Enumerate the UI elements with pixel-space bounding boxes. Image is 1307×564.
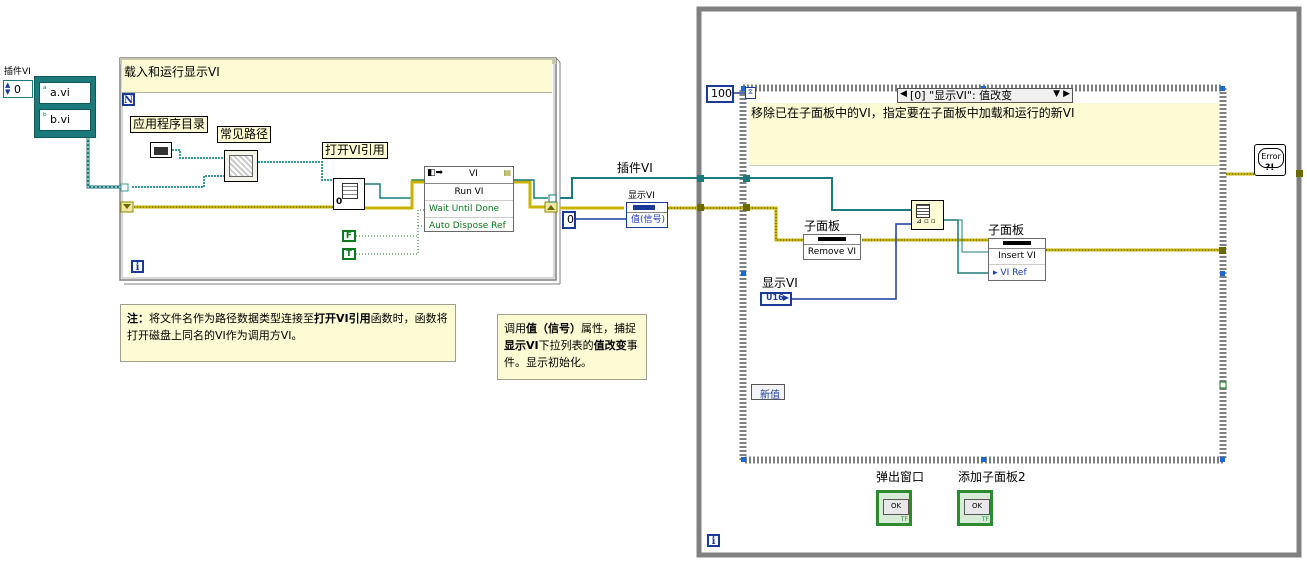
- display-prop-label: 显示VI: [628, 191, 655, 201]
- ring-icon: [633, 205, 655, 210]
- plugin-wire-label: 插件VI: [617, 161, 653, 175]
- speech-bubble-icon: Error: [1258, 148, 1284, 168]
- sequence-header: 载入和运行显示VI: [122, 60, 552, 93]
- for-loop-count-terminal[interactable]: N: [122, 93, 135, 106]
- invoke-method: Run VI: [425, 184, 513, 201]
- plugin-array-control[interactable]: ᵃ a.vi ᵇ b.vi: [34, 76, 96, 138]
- path-icon: ᵃ: [43, 85, 47, 95]
- array-item-text: a.vi: [50, 86, 70, 99]
- app-dir-icon[interactable]: [150, 142, 172, 158]
- index-array-node[interactable]: ⊿ ▫ ▫: [911, 200, 944, 230]
- path-icon: ᵇ: [43, 112, 47, 122]
- common-path-label: 常见路径: [217, 126, 272, 143]
- for-loop-iteration-terminal: i: [131, 260, 144, 273]
- event-case-label: [0] "显示VI": 值改变: [910, 89, 1013, 102]
- timeout-constant[interactable]: 100: [706, 85, 734, 103]
- display-vi-property-node[interactable]: 值(信号): [626, 202, 668, 228]
- selector-dropdown-icon[interactable]: ▼: [1053, 89, 1060, 99]
- array-element-0[interactable]: ᵃ a.vi: [39, 82, 91, 104]
- zero-constant[interactable]: 0: [562, 211, 576, 229]
- vi-ref-icon: ◧➡: [427, 168, 444, 178]
- build-path-node[interactable]: [224, 150, 258, 182]
- subpanel-insert-method: Insert VI: [989, 249, 1045, 265]
- open-vi-ref-node[interactable]: 0: [333, 178, 365, 210]
- timeout-terminal-icon: ⧖: [745, 87, 756, 99]
- event-case-selector[interactable]: ◀ [0] "显示VI": 值改变 ▼ ▶: [897, 88, 1073, 103]
- display-prop-property: 值(信号): [631, 215, 666, 225]
- bool-const-true[interactable]: T: [342, 248, 356, 260]
- invoke-param-dispose: Auto Dispose Ref: [429, 221, 506, 231]
- subpanel-insert-param: ▸ VI Ref: [993, 268, 1027, 278]
- subpanel-icon: [818, 237, 846, 241]
- note-open-vi-ref: 注：将文件名作为路径数据类型连接至打开VI引用函数时，函数将打开磁盘上同名的VI…: [120, 304, 456, 362]
- app-dir-label: 应用程序目录: [130, 116, 209, 133]
- event-comment: 移除已在子面板中的VI，指定要在子面板中加载和运行的新VI: [749, 103, 1219, 165]
- selector-right-arrow-icon[interactable]: ▶: [1063, 89, 1070, 99]
- subpanel-icon: [1003, 241, 1031, 245]
- add-subpanel2-button[interactable]: OK TF: [957, 490, 993, 526]
- open-vi-ref-icon: [342, 183, 358, 199]
- error-handler-node[interactable]: Error ?!: [1254, 144, 1286, 176]
- display-vi-terminal[interactable]: U16 ▶: [760, 292, 792, 306]
- invoke-class: VI: [469, 169, 478, 179]
- triangle-icon: ▸: [993, 268, 998, 278]
- subpanel-insert-label: 子面板: [988, 223, 1025, 237]
- index-array-icon: [916, 204, 930, 218]
- array-item-text: b.vi: [50, 113, 71, 126]
- subpanel-insert-vi-node[interactable]: Insert VI ▸ VI Ref: [988, 238, 1046, 281]
- selector-left-arrow-icon[interactable]: ◀: [900, 89, 907, 99]
- open-vi-ref-label: 打开VI引用: [322, 142, 388, 159]
- array-index-value: 0: [14, 83, 21, 96]
- plugin-array-label: 插件VI: [4, 67, 31, 77]
- display-vi-terminal-label: 显示VI: [762, 276, 798, 290]
- event-data-node[interactable]: 新值: [751, 384, 785, 401]
- event-data-new-value: 新值: [760, 390, 780, 401]
- while-loop-iteration-terminal: i: [707, 534, 720, 547]
- subpanel-remove-vi-node[interactable]: Remove VI: [803, 234, 861, 260]
- terminal-arrow-icon: ▶: [782, 293, 789, 302]
- build-path-icon: [229, 155, 253, 177]
- while-loop-frame[interactable]: [696, 6, 1302, 558]
- add-subpanel-button-label: 添加子面板2: [958, 470, 1026, 484]
- array-element-1[interactable]: ᵇ b.vi: [39, 109, 91, 131]
- popup-button-label: 弹出窗口: [876, 470, 925, 484]
- invoke-node-run-vi[interactable]: ◧➡ VI ▤ Run VI Wait Until Done Auto Disp…: [424, 166, 514, 232]
- plugin-array-index[interactable]: ▲▼ 0: [3, 80, 33, 98]
- popup-window-button[interactable]: OK TF: [876, 490, 912, 526]
- subpanel-remove-method: Remove VI: [807, 247, 857, 257]
- error-cluster-icon: ▤: [503, 168, 511, 177]
- invoke-param-wait: Wait Until Done: [425, 201, 513, 218]
- bool-const-false[interactable]: F: [342, 230, 356, 242]
- event-comment-text: 移除已在子面板中的VI，指定要在子面板中加载和运行的新VI: [751, 106, 1075, 120]
- sequence-header-text: 载入和运行显示VI: [124, 65, 220, 79]
- terminal-type-text: U16: [766, 293, 784, 302]
- note-value-signal: 调用值（信号）属性，捕捉显示VI下拉列表的值改变事件。显示初始化。: [497, 314, 647, 380]
- subpanel-remove-label: 子面板: [804, 219, 841, 233]
- index-stepper-icon[interactable]: ▲▼: [5, 81, 11, 96]
